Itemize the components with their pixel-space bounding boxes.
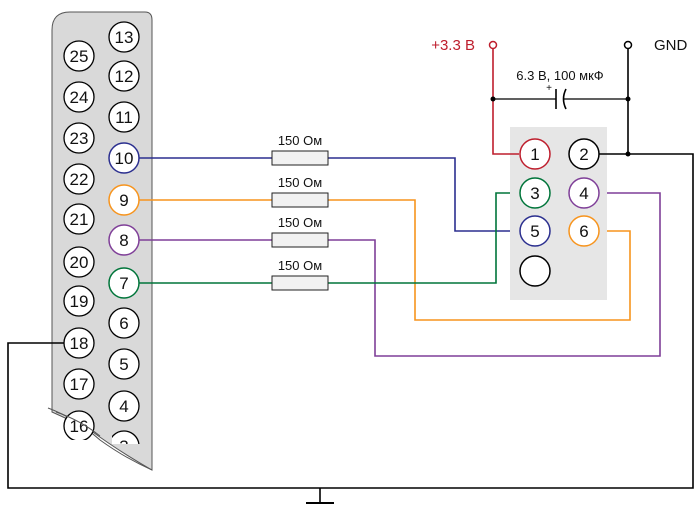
capacitor-label: 6.3 В, 100 мкФ bbox=[516, 68, 604, 83]
capacitor-plus-sign: + bbox=[546, 83, 552, 94]
header-pin-2-label: 2 bbox=[579, 145, 588, 164]
vcc-wire bbox=[492, 49, 519, 155]
db25-pin-3-partial: 3 bbox=[112, 430, 140, 456]
db25-pin-18: 18 bbox=[63, 327, 95, 359]
db25-bottom-row: 25 24 23 22 21 20 19 18 bbox=[63, 40, 95, 400]
header-pin-3: 3 bbox=[519, 177, 551, 209]
wire-orange-out bbox=[328, 199, 631, 321]
pin-8-label: 8 bbox=[119, 231, 128, 250]
pin-9-label: 9 bbox=[119, 191, 128, 210]
db25-pin-19: 19 bbox=[63, 285, 95, 317]
db25-pin-25: 25 bbox=[63, 40, 95, 72]
db25-pin-24: 24 bbox=[63, 81, 95, 113]
capacitor: 6.3 В, 100 мкФ + bbox=[490, 68, 631, 110]
db25-pin-8: 8 bbox=[108, 224, 140, 256]
db25-pin-21: 21 bbox=[63, 203, 95, 235]
pin-19-label: 19 bbox=[70, 292, 89, 311]
header-pin-2: 2 bbox=[568, 138, 600, 170]
pin-5-label: 5 bbox=[119, 355, 128, 374]
resistor-1: 150 Ом bbox=[271, 133, 329, 166]
pin-21-label: 21 bbox=[70, 210, 89, 229]
db25-pin-20: 20 bbox=[63, 246, 95, 278]
resistor-3-label: 150 Ом bbox=[278, 215, 322, 230]
pin-10-label: 10 bbox=[115, 149, 134, 168]
gnd-loop-wire bbox=[7, 153, 694, 489]
resistor-1-label: 150 Ом bbox=[278, 133, 322, 148]
pin-24-label: 24 bbox=[70, 88, 89, 107]
pin-17-label: 17 bbox=[70, 375, 89, 394]
vcc-terminal: +3.3 В bbox=[431, 37, 519, 155]
pin-7-label: 7 bbox=[119, 274, 128, 293]
pin-23-label: 23 bbox=[70, 129, 89, 148]
header-pin-1: 1 bbox=[519, 138, 551, 170]
gnd-terminal: GND bbox=[7, 37, 694, 489]
header-pin-4: 4 bbox=[568, 177, 600, 209]
header-pin-4-label: 4 bbox=[579, 184, 588, 203]
resistor-3: 150 Ом bbox=[271, 215, 329, 248]
pin-20-label: 20 bbox=[70, 253, 89, 272]
db25-pin-12: 12 bbox=[108, 60, 140, 92]
header-pin-5: 5 bbox=[519, 215, 551, 247]
db25-pin-11: 11 bbox=[108, 101, 140, 133]
ground-symbol-icon bbox=[306, 488, 334, 504]
db25-top-row: 13 12 11 10 9 8 7 6 bbox=[108, 21, 140, 422]
db25-pin-10: 10 bbox=[108, 142, 140, 174]
gnd-junction bbox=[625, 151, 631, 157]
pin-22-label: 22 bbox=[70, 170, 89, 189]
wire-blue-out bbox=[328, 157, 519, 232]
pin-16-label: 16 bbox=[70, 417, 89, 436]
db25-pin-13: 13 bbox=[108, 21, 140, 53]
resistor-4: 150 Ом bbox=[271, 258, 329, 291]
db25-pin-7: 7 bbox=[108, 267, 140, 299]
header-pins: 1 2 3 4 5 6 bbox=[519, 138, 600, 287]
header-pin-6: 6 bbox=[568, 215, 600, 247]
db25-pin-6: 6 bbox=[108, 307, 140, 339]
db25-curl-edge bbox=[55, 411, 101, 437]
db25-pin-9: 9 bbox=[108, 184, 140, 216]
pin-3-label: 3 bbox=[119, 437, 128, 456]
pin-11-label: 11 bbox=[115, 108, 133, 127]
header-pin-blank bbox=[519, 255, 551, 287]
db25-pin-23: 23 bbox=[63, 122, 95, 154]
wire-purple-out bbox=[328, 192, 661, 357]
pin-6-label: 6 bbox=[119, 314, 128, 333]
header-pin-3-label: 3 bbox=[530, 184, 539, 203]
vcc-label: +3.3 В bbox=[431, 37, 475, 54]
pin-12-label: 12 bbox=[115, 67, 134, 86]
header-pin-5-label: 5 bbox=[530, 222, 539, 241]
db25-pin-22: 22 bbox=[63, 163, 95, 195]
pin-4-label: 4 bbox=[119, 397, 128, 416]
db25-pin-16-partial: 16 bbox=[63, 410, 95, 440]
pin-13-label: 13 bbox=[115, 28, 134, 47]
pin-18-label: 18 bbox=[70, 334, 89, 353]
wire-green-out bbox=[328, 192, 519, 284]
db25-pin-4: 4 bbox=[108, 390, 140, 422]
db25-pin-17: 17 bbox=[63, 368, 95, 400]
pin-25-label: 25 bbox=[70, 47, 89, 66]
db25-pin-5: 5 bbox=[108, 348, 140, 380]
resistor-2-label: 150 Ом bbox=[278, 175, 322, 190]
resistor-2: 150 Ом bbox=[271, 175, 329, 208]
resistor-4-label: 150 Ом bbox=[278, 258, 322, 273]
header-pin-6-label: 6 bbox=[579, 222, 588, 241]
header-pin-1-label: 1 bbox=[530, 145, 539, 164]
gnd-label: GND bbox=[654, 37, 688, 54]
